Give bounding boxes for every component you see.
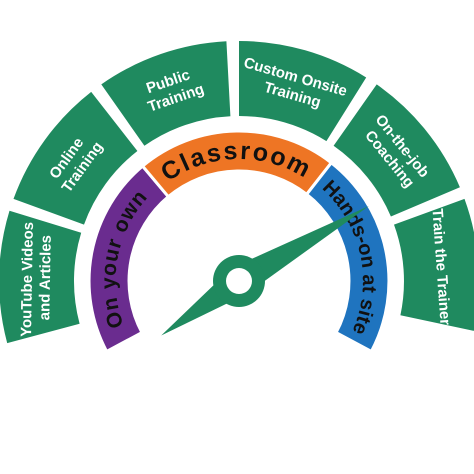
band-hands-on-at-site [304, 160, 391, 354]
segment-on-the-job-coaching [333, 84, 460, 217]
segment-online-training [13, 91, 138, 225]
segment-train-the-trainer [394, 198, 474, 331]
gauge-needle [161, 206, 369, 336]
inner-bands: On your own Classroom Hands-on at site [87, 129, 391, 354]
label-youtube-videos-line1: YouTube Videos [18, 222, 37, 337]
label-youtube-videos: YouTube Videos and Articles [18, 218, 55, 338]
outer-segments [0, 41, 474, 344]
needle-blade [161, 206, 369, 336]
segment-public-training [101, 41, 231, 146]
needle-hub-hole [226, 268, 252, 294]
label-youtube-videos-line2: and Articles [36, 235, 54, 321]
segment-youtube-videos [0, 210, 82, 344]
segment-custom-onsite-training [239, 41, 367, 142]
